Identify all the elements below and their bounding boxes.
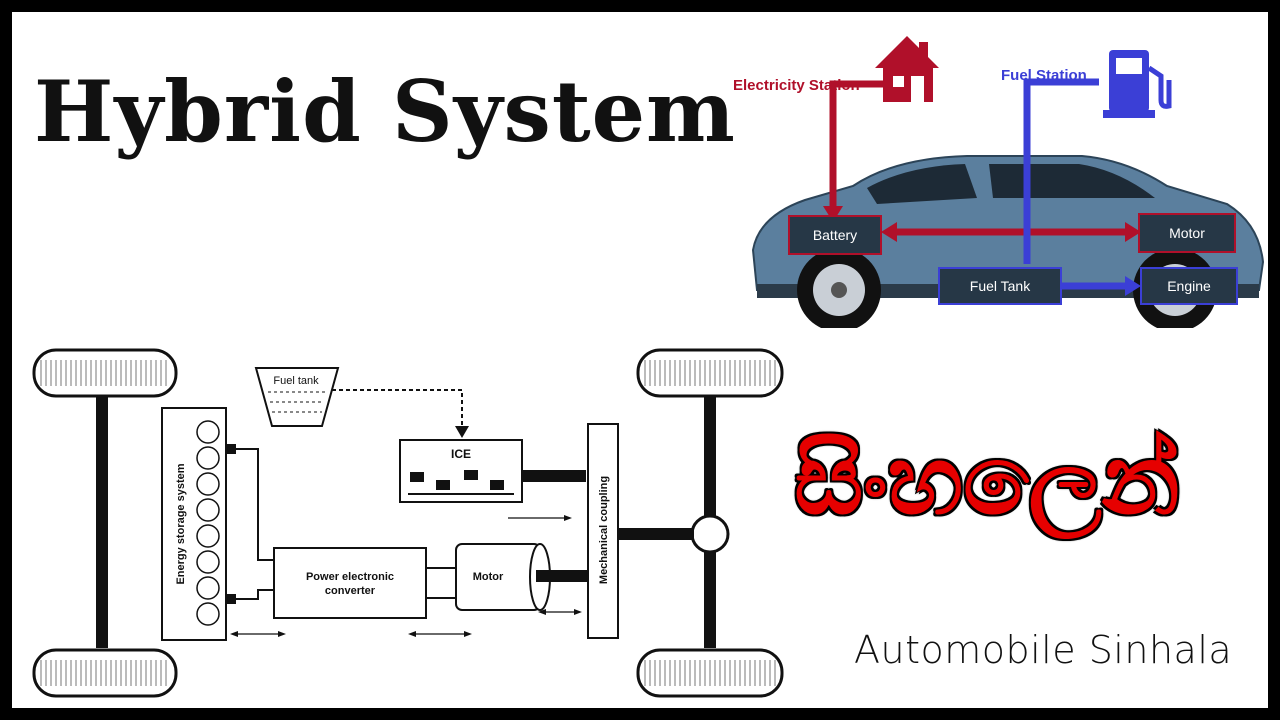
house-icon bbox=[875, 36, 939, 102]
wheel-rear-right bbox=[636, 648, 784, 698]
hybrid-car-diagram: Electricity Station Fuel Station bbox=[733, 36, 1265, 328]
converter-label-line2: converter bbox=[325, 585, 376, 597]
channel-brand: Automobile Sinhala bbox=[854, 628, 1233, 672]
wheel-front-right bbox=[636, 348, 784, 398]
fuel-path bbox=[1023, 78, 1141, 296]
fuel-tank-schematic-label: Fuel tank bbox=[273, 375, 319, 387]
powertrain-schematic: Energy storage system Fuel tank ICE bbox=[32, 348, 784, 698]
motor-schematic-label: Motor bbox=[473, 571, 504, 583]
power-electronic-converter: Power electronic converter bbox=[273, 547, 456, 619]
motor-schematic: Motor bbox=[455, 543, 588, 611]
energy-storage-system: Energy storage system bbox=[161, 407, 274, 641]
mechanical-coupling: Mechanical coupling bbox=[587, 423, 619, 639]
left-axle bbox=[96, 384, 108, 648]
ice-engine: ICE bbox=[399, 439, 586, 503]
ice-label: ICE bbox=[451, 447, 471, 461]
wheel-front-left bbox=[32, 348, 178, 398]
battery-cells bbox=[196, 420, 220, 626]
page-title: Hybrid System bbox=[34, 62, 736, 161]
energy-storage-label: Energy storage system bbox=[175, 463, 187, 584]
coupling-label: Mechanical coupling bbox=[598, 476, 610, 584]
battery-label: Battery bbox=[813, 227, 857, 243]
sinhala-title: සිංහලෙන් bbox=[794, 424, 1180, 536]
wheel-rear-left bbox=[32, 648, 178, 698]
motor-label: Motor bbox=[1169, 225, 1205, 241]
motor-box bbox=[1138, 213, 1236, 253]
fuel-tank-box bbox=[938, 267, 1062, 305]
electric-path bbox=[823, 80, 1141, 242]
thumbnail-canvas: Hybrid System Electricity Station Fuel S… bbox=[12, 12, 1268, 708]
differential bbox=[690, 514, 730, 554]
converter-label-line1: Power electronic bbox=[306, 571, 394, 583]
power-flow-arrows bbox=[230, 609, 582, 637]
fuel-tank-schematic: Fuel tank bbox=[254, 367, 469, 438]
battery-box bbox=[788, 215, 882, 255]
fuel-tank-label: Fuel Tank bbox=[970, 278, 1031, 294]
electricity-station-label: Electricity Station bbox=[733, 77, 860, 94]
fuel-pump-icon bbox=[1103, 50, 1172, 118]
engine-box bbox=[1140, 267, 1238, 305]
engine-label: Engine bbox=[1167, 278, 1211, 294]
